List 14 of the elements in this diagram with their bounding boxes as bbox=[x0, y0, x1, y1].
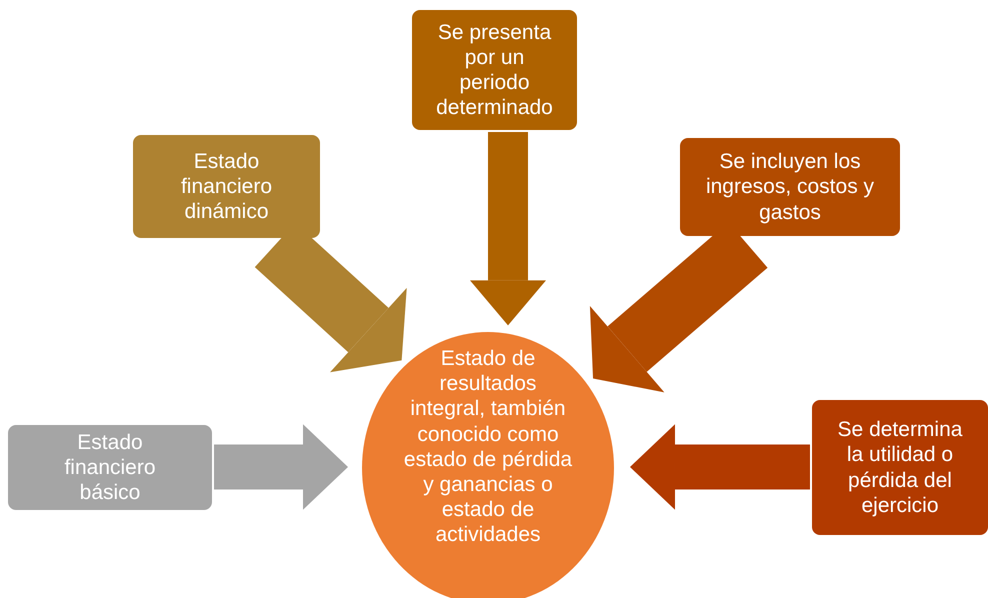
info-box bbox=[133, 135, 320, 238]
info-box bbox=[412, 10, 577, 130]
info-box bbox=[812, 400, 988, 535]
box-text: Estado de resultados integral, también conocido como estado de pérdida y ganancias o estado de actividades bbox=[402, 346, 574, 548]
box-text: Se presenta por un periodo determinado bbox=[436, 20, 553, 120]
block-arrow bbox=[214, 424, 348, 510]
info-box bbox=[8, 425, 212, 510]
box-text: Se incluyen los ingresos, costos y gastos bbox=[704, 149, 876, 225]
block-arrow bbox=[470, 132, 546, 326]
info-box bbox=[680, 138, 900, 236]
box-text: Estado financiero básico bbox=[63, 430, 157, 506]
box-text: Estado financiero dinámico bbox=[180, 148, 274, 224]
block-arrow bbox=[630, 424, 810, 510]
box-text: Se determina la utilidad o pérdida del ejercicio bbox=[836, 417, 964, 518]
